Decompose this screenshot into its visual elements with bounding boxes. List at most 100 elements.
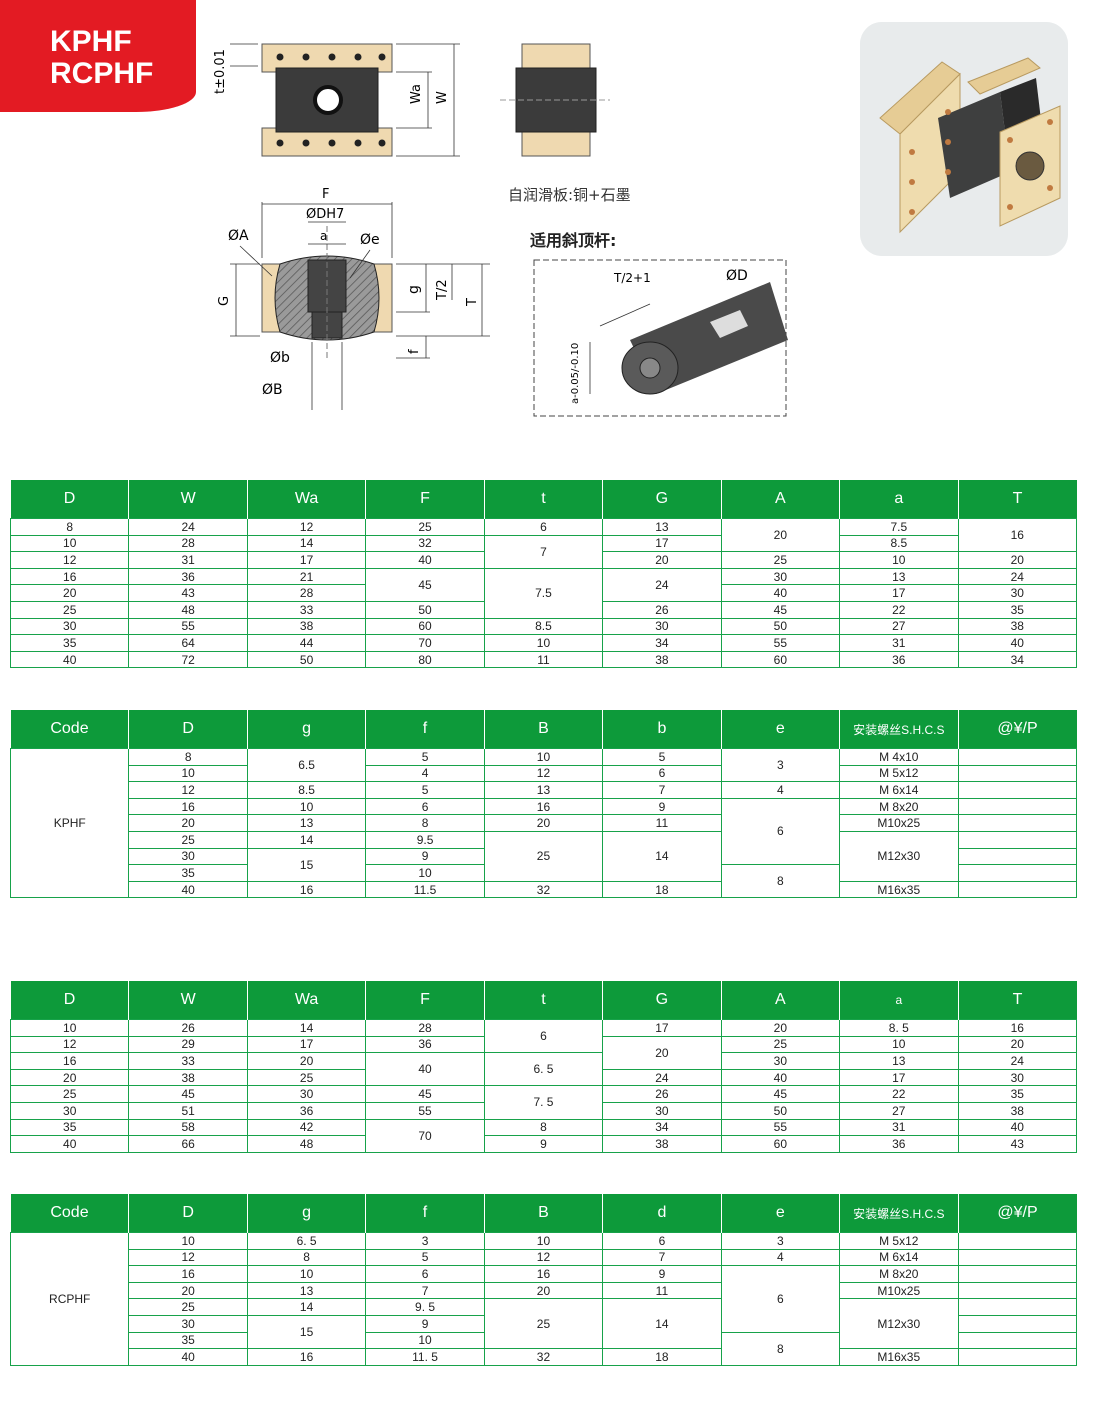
cell: 17 — [602, 534, 722, 553]
cell: 10 — [483, 634, 604, 652]
cell: 11 — [602, 814, 722, 832]
section-view: F ØDH7 a ØA Øe G g T/2 T f Øb ØB — [217, 187, 490, 410]
cell: 10 — [839, 551, 959, 569]
price-cell — [957, 847, 1077, 866]
cell: 12 — [483, 764, 604, 783]
cell: 10 — [9, 534, 130, 553]
cell: 38 — [128, 1068, 248, 1087]
col-header: D — [10, 480, 130, 519]
col-header: B — [484, 710, 604, 749]
cell: 60 — [720, 650, 841, 669]
cell: 30 — [246, 1085, 367, 1103]
cell: 25 — [9, 600, 130, 619]
cell: 5 — [602, 748, 722, 766]
cell: 6. 5 — [246, 1232, 367, 1250]
col-header: D — [10, 981, 130, 1020]
cell: 80 — [365, 650, 485, 669]
cell: 55 — [365, 1101, 485, 1120]
cell: 25 — [720, 1035, 841, 1054]
kphf-code-table: Code D g f B b e 安装螺丝S.H.C.S @¥/P KPHF 8… — [9, 710, 1077, 899]
cell: 12 — [246, 518, 367, 536]
cell: 6.5 — [246, 747, 367, 783]
col-header: g — [247, 710, 367, 749]
cell: 13 — [602, 518, 722, 536]
cell: 12 — [128, 1248, 248, 1267]
cell: 45 — [720, 600, 841, 619]
col-header: Wa — [247, 480, 367, 519]
col-header: @¥/P — [958, 1194, 1077, 1233]
cell: 66 — [128, 1135, 248, 1153]
cell: 16 — [483, 797, 604, 816]
price-cell — [957, 1314, 1077, 1333]
cell: 12 — [128, 781, 248, 799]
cell: 25 — [720, 551, 841, 569]
cell: 32 — [483, 1348, 604, 1366]
cell: 28 — [365, 1019, 485, 1037]
cell: 20 — [483, 1281, 604, 1300]
cell: 36 — [839, 1135, 959, 1153]
cell: 26 — [602, 1085, 722, 1103]
cell: 6 — [365, 1265, 485, 1283]
cell: 17 — [839, 1068, 959, 1087]
cell: 7 — [602, 1248, 722, 1267]
cell: 20 — [9, 584, 130, 602]
cell: 5 — [365, 748, 485, 766]
cell: 9.5 — [365, 830, 485, 849]
cell: 40 — [9, 1135, 130, 1153]
cell: 20 — [957, 1035, 1077, 1054]
dim-w: W — [435, 91, 450, 104]
cell: 36 — [128, 567, 248, 586]
cell: 6 — [483, 1018, 604, 1054]
cell: 20 — [602, 1035, 722, 1070]
cell: 38 — [246, 617, 367, 636]
cell: 24 — [602, 1068, 722, 1087]
cell: 30 — [602, 617, 722, 636]
cell: 11. 5 — [365, 1348, 485, 1366]
cell: 25 — [128, 830, 248, 849]
cell: 48 — [128, 600, 248, 619]
cell: 20 — [957, 551, 1077, 569]
cell: M 6x14 — [839, 1248, 959, 1267]
cell: 6 — [483, 518, 604, 536]
price-cell — [957, 764, 1077, 783]
cell: 7.5 — [483, 567, 604, 619]
cell: 50 — [720, 1101, 841, 1120]
material-caption: 自润滑板:铜+石墨 — [508, 186, 631, 204]
cell: 12 — [9, 551, 130, 569]
cell: 55 — [720, 634, 841, 652]
cell: 9. 5 — [365, 1298, 485, 1316]
cell: 4 — [720, 781, 841, 799]
cell: M 4x10 — [839, 748, 959, 766]
dim-wa: Wa — [409, 84, 424, 104]
cell: 45 — [365, 1085, 485, 1103]
cell: 28 — [246, 584, 367, 602]
cell: 50 — [246, 650, 367, 669]
cell: 6 — [365, 797, 485, 816]
cell: 22 — [839, 600, 959, 619]
cell: 55 — [720, 1118, 841, 1137]
cell: M 8x20 — [839, 1265, 959, 1283]
cell: 20 — [720, 1019, 841, 1037]
cell: 38 — [957, 617, 1077, 636]
cell: 14 — [246, 534, 367, 553]
dim-t: T — [465, 298, 480, 307]
cell: 6 — [720, 797, 841, 866]
cell: 30 — [720, 567, 841, 586]
col-header: W — [128, 480, 248, 519]
pin-view: ØD T/2+1 a-0.05/-0.10 — [533, 259, 788, 417]
pin-od: ØD — [726, 268, 748, 284]
col-header: G — [602, 480, 722, 519]
